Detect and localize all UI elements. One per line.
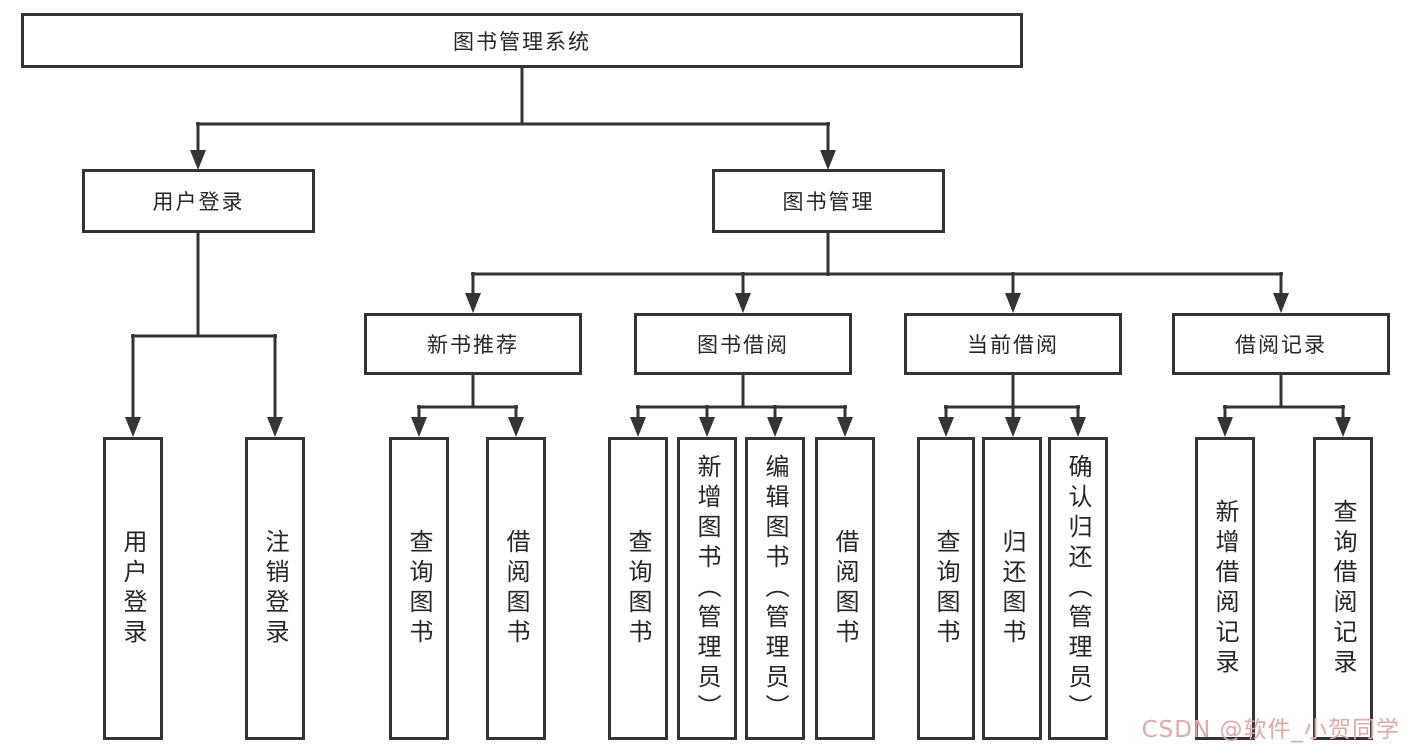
node-confirm-return-admin: 确认归还（管理员）: [1048, 437, 1108, 740]
node-edit-books-admin: 编辑图书（管理员）: [745, 437, 805, 740]
arrowheads: [125, 150, 1351, 437]
node-query-borrowing-record: 查询借阅记录: [1313, 437, 1373, 740]
connector-segments: [131, 68, 1345, 419]
node-add-books-admin: 新增图书（管理员）: [677, 437, 737, 740]
node-logout-leaf: 注销登录: [245, 437, 305, 740]
node-new-book-recommend: 新书推荐: [364, 313, 582, 375]
node-query-books-recommend: 查询图书: [389, 437, 449, 740]
node-user-login: 用户登录: [82, 169, 315, 233]
node-current-borrowing: 当前借阅: [904, 313, 1122, 375]
node-query-books-borrowing: 查询图书: [608, 437, 668, 740]
node-book-management: 图书管理: [712, 169, 945, 233]
node-return-books: 归还图书: [982, 437, 1042, 740]
node-library-system: 图书管理系统: [21, 13, 1023, 68]
node-borrow-books-recommend: 借阅图书: [486, 437, 546, 740]
node-borrowing-records: 借阅记录: [1172, 313, 1390, 375]
node-book-borrowing: 图书借阅: [634, 313, 852, 375]
node-user-login-leaf: 用户登录: [103, 437, 163, 740]
node-add-borrowing-record: 新增借阅记录: [1195, 437, 1255, 740]
node-borrow-books-borrowing: 借阅图书: [815, 437, 875, 740]
watermark: CSDN @软件_小贺同学: [1141, 717, 1400, 743]
node-query-books-current: 查询图书: [917, 437, 975, 740]
